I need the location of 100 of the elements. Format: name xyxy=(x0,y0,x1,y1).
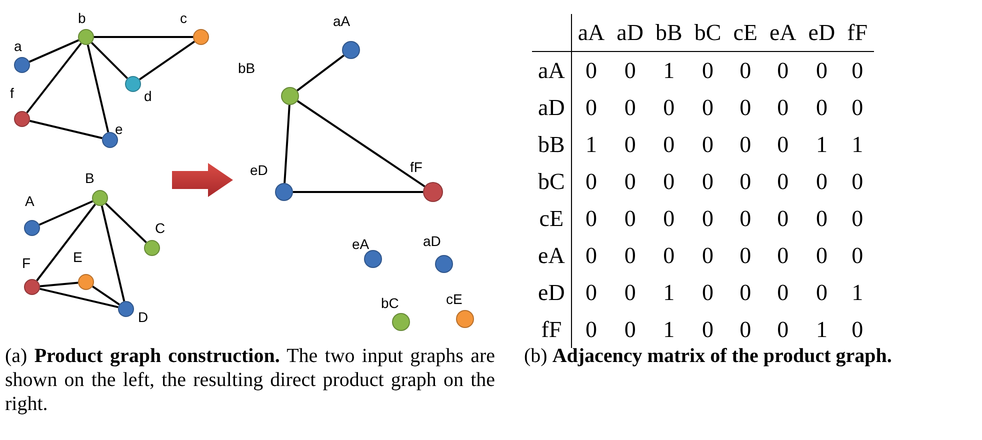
matrix-cell-text: 0 xyxy=(623,278,637,306)
column-header: aA xyxy=(571,14,611,52)
matrix-cell-text: 0 xyxy=(701,130,715,158)
graph-edge xyxy=(90,42,128,80)
matrix-cell-text: 0 xyxy=(776,278,790,306)
vertex-label: f xyxy=(10,85,14,101)
matrix-cell: 0 xyxy=(763,52,802,89)
matrix-cell-text: 1 xyxy=(814,316,828,344)
matrix-cell: 0 xyxy=(571,52,611,89)
row-header: eA xyxy=(532,237,572,274)
matrix-cell-text: 0 xyxy=(814,204,828,232)
matrix-cell: 1 xyxy=(650,52,688,89)
row-header: aD xyxy=(532,89,572,126)
matrix-cell-text: 0 xyxy=(738,168,752,196)
matrix-cell: 0 xyxy=(802,52,842,89)
vertex-label: fF xyxy=(410,159,422,175)
matrix-cell-text: 0 xyxy=(814,168,828,196)
matrix-cell-text: 0 xyxy=(738,94,752,122)
graph-edge xyxy=(296,54,344,92)
matrix-cell: 0 xyxy=(571,237,611,274)
vertex-circle xyxy=(14,57,30,73)
graph-edge xyxy=(284,104,290,184)
vertex-label: bC xyxy=(381,295,399,311)
vertex-circle xyxy=(144,240,160,256)
matrix-cell-text: 0 xyxy=(738,278,752,306)
graph-edge xyxy=(30,120,102,140)
graph-edge xyxy=(86,44,110,132)
matrix-cell-text: 0 xyxy=(623,130,637,158)
vertex-circle xyxy=(24,279,40,295)
row-header: fF xyxy=(532,311,572,348)
row-header: bC xyxy=(532,163,572,200)
matrix-cell-text: 0 xyxy=(814,242,828,270)
column-header: eD xyxy=(802,14,842,52)
graph-edge xyxy=(28,39,80,63)
matrix-cell-text: 0 xyxy=(662,168,676,196)
vertex-circle xyxy=(364,250,382,268)
matrix-cell-text: 0 xyxy=(701,168,715,196)
vertex-label: aA xyxy=(333,13,350,29)
matrix-cell-text: 0 xyxy=(776,316,790,344)
vertex-circle xyxy=(78,274,94,290)
vertex-circle xyxy=(118,301,134,317)
matrix-cell: 0 xyxy=(571,200,611,237)
matrix-cell-text: 0 xyxy=(738,316,752,344)
matrix-cell-text: 0 xyxy=(623,204,637,232)
graph-edge xyxy=(38,200,94,226)
row-header: cE xyxy=(532,200,572,237)
column-header: cE xyxy=(727,14,764,52)
matrix-cell: 0 xyxy=(610,52,650,89)
matrix-cell-text: 0 xyxy=(814,278,828,306)
vertex-circle xyxy=(24,220,40,236)
matrix-cell-text: 0 xyxy=(776,204,790,232)
vertex-circle xyxy=(456,310,474,328)
graph-edge xyxy=(26,42,82,114)
matrix-cell: 0 xyxy=(841,52,874,89)
matrix-cell: 0 xyxy=(571,89,611,126)
matrix-cell-text: 0 xyxy=(850,168,864,196)
row-header: eD xyxy=(532,274,572,311)
matrix-cell-text: 0 xyxy=(776,130,790,158)
column-header: bB xyxy=(650,14,688,52)
vertex-circle xyxy=(92,190,108,206)
matrix-cell-text: 0 xyxy=(701,316,715,344)
column-header: eA xyxy=(763,14,802,52)
graph-edge xyxy=(139,40,195,80)
matrix-cell-text: 1 xyxy=(662,316,676,344)
matrix-cell-text: 1 xyxy=(850,130,864,158)
vertex-label: eD xyxy=(250,162,268,178)
vertex-label: e xyxy=(115,121,123,137)
vertex-circle xyxy=(125,76,141,92)
matrix-cell-text: 0 xyxy=(623,242,637,270)
vertex-circle xyxy=(423,182,443,202)
matrix-cell-text: 0 xyxy=(623,316,637,344)
matrix-cell-text: 0 xyxy=(623,94,637,122)
vertex-label: b xyxy=(78,10,86,26)
vertex-label: F xyxy=(22,255,31,271)
matrix-cell: 0 xyxy=(571,274,611,311)
matrix-cell-text: 0 xyxy=(850,316,864,344)
graph-edge xyxy=(92,286,120,306)
vertex-circle xyxy=(275,183,293,201)
row-header: aA xyxy=(532,52,572,89)
vertex-label: c xyxy=(180,10,187,26)
matrix-cell-text: 1 xyxy=(662,278,676,306)
vertex-label: C xyxy=(155,220,166,236)
matrix-cell-text: 1 xyxy=(814,130,828,158)
matrix-cell-text: 0 xyxy=(701,242,715,270)
vertex-label: B xyxy=(85,170,94,186)
matrix-cell-text: 0 xyxy=(662,204,676,232)
graph-edge xyxy=(105,202,147,244)
matrix-cell-text: 0 xyxy=(662,94,676,122)
row-header: bB xyxy=(532,126,572,163)
matrix-cell-text: 0 xyxy=(850,204,864,232)
matrix-cell-text: 0 xyxy=(850,94,864,122)
graph-edge xyxy=(296,100,426,188)
vertex-label: cE xyxy=(446,291,462,307)
matrix-cell: 1 xyxy=(571,126,611,163)
matrix-cell-text: 0 xyxy=(738,130,752,158)
matrix-cell-text: 1 xyxy=(850,278,864,306)
vertex-circle xyxy=(193,29,209,45)
matrix-cell: 0 xyxy=(688,52,728,89)
graph-edge xyxy=(94,36,193,38)
vertex-circle xyxy=(342,41,360,59)
